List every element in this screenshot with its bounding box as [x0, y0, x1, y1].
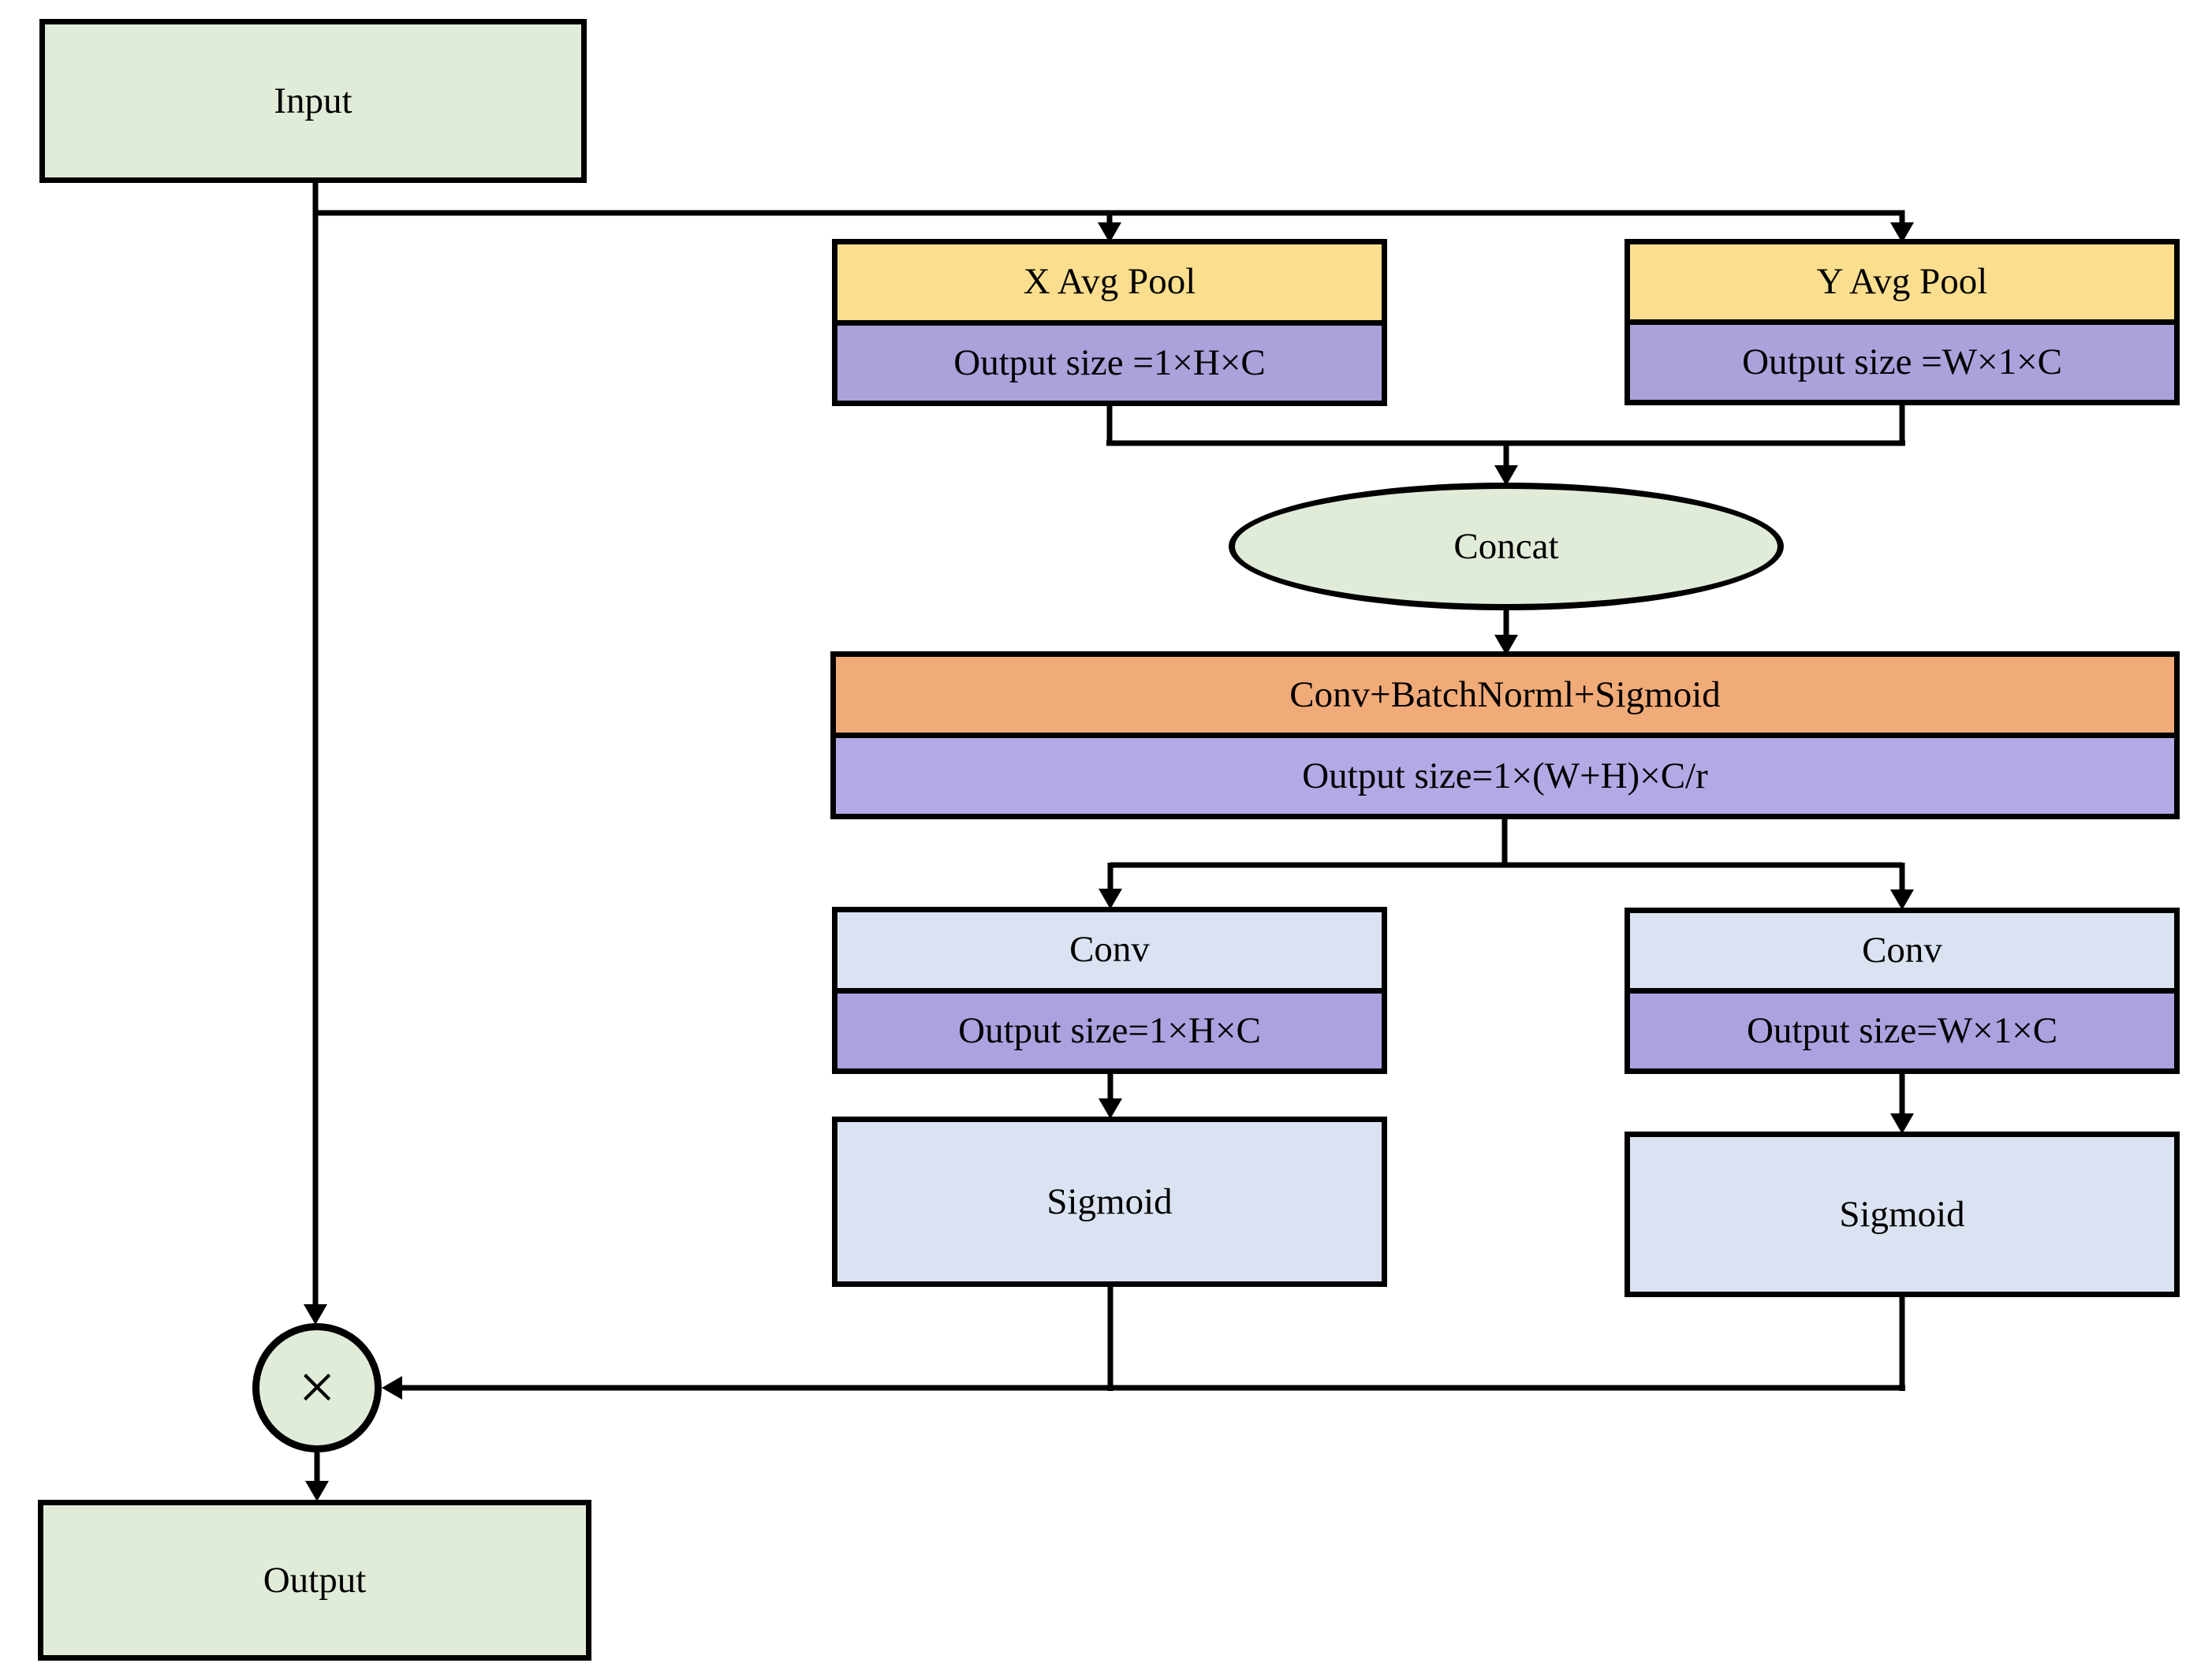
- connector-convbn-split: [1099, 815, 1914, 910]
- output-label: Output: [263, 1559, 367, 1601]
- x-avg-pool-output-size: Output size =1×H×C: [837, 325, 1382, 401]
- y-avg-pool-output-size: Output size =W×1×C: [1630, 325, 2174, 400]
- conv-w-output-size: Output size=W×1×C: [1630, 994, 2174, 1068]
- conv-batchnorm-sigmoid-output-size: Output size=1×(W+H)×C/r: [836, 738, 2174, 814]
- x-avg-pool-box: X Avg Pool Output size =1×H×C: [832, 239, 1387, 406]
- sigmoid-w-box: Sigmoid: [1624, 1132, 2180, 1297]
- conv-batchnorm-sigmoid-label: Conv+BatchNorml+Sigmoid: [1289, 673, 1721, 715]
- output-box: Output: [38, 1500, 591, 1661]
- y-avg-pool-header: Y Avg Pool: [1630, 244, 2174, 325]
- y-avg-pool-label: Y Avg Pool: [1816, 261, 1988, 302]
- conv-w-label: Conv: [1862, 930, 1942, 971]
- x-avg-pool-header: X Avg Pool: [837, 244, 1382, 326]
- y-avg-pool-size-label: Output size =W×1×C: [1742, 341, 2062, 382]
- sigmoid-h-box: Sigmoid: [832, 1117, 1387, 1287]
- conv-h-size-label: Output size=1×H×C: [958, 1009, 1261, 1051]
- conv-h-box: Conv Output size=1×H×C: [832, 907, 1387, 1074]
- connector-sigmoids-to-multiply: [382, 1283, 1905, 1400]
- connector-concat-to-convbn: [1494, 609, 1518, 655]
- input-box: Input: [39, 19, 587, 183]
- connector-pools-to-concat: [1106, 401, 1905, 486]
- x-avg-pool-label: X Avg Pool: [1023, 261, 1196, 303]
- conv-h-label: Conv: [1069, 929, 1150, 971]
- conv-batchnorm-sigmoid-box: Conv+BatchNorml+Sigmoid Output size=1×(W…: [830, 651, 2180, 819]
- conv-h-output-size: Output size=1×H×C: [837, 993, 1382, 1068]
- conv-batchnorm-sigmoid-size-label: Output size=1×(W+H)×C/r: [1302, 755, 1708, 796]
- conv-w-box: Conv Output size=W×1×C: [1624, 908, 2180, 1074]
- input-label: Input: [274, 80, 353, 121]
- connector-input-to-multiply: [304, 181, 327, 1325]
- conv-batchnorm-sigmoid-header: Conv+BatchNorml+Sigmoid: [836, 657, 2174, 738]
- sigmoid-w-label: Sigmoid: [1839, 1193, 1965, 1235]
- connector-conv-to-sigmoid-right: [1890, 1070, 1914, 1134]
- multiply-icon: ×: [298, 1351, 336, 1424]
- multiply-operator: ×: [252, 1323, 382, 1452]
- concat-label: Concat: [1453, 525, 1559, 567]
- conv-h-header: Conv: [837, 912, 1382, 994]
- y-avg-pool-box: Y Avg Pool Output size =W×1×C: [1624, 239, 2180, 405]
- conv-w-header: Conv: [1630, 913, 2174, 994]
- connector-multiply-to-output: [305, 1452, 329, 1501]
- x-avg-pool-size-label: Output size =1×H×C: [953, 341, 1266, 383]
- connector-conv-to-sigmoid-left: [1099, 1070, 1122, 1119]
- conv-w-size-label: Output size=W×1×C: [1746, 1010, 2058, 1051]
- concat-ellipse: Concat: [1229, 483, 1784, 610]
- sigmoid-h-label: Sigmoid: [1046, 1180, 1173, 1222]
- connector-input-branch-rail: [315, 210, 1914, 243]
